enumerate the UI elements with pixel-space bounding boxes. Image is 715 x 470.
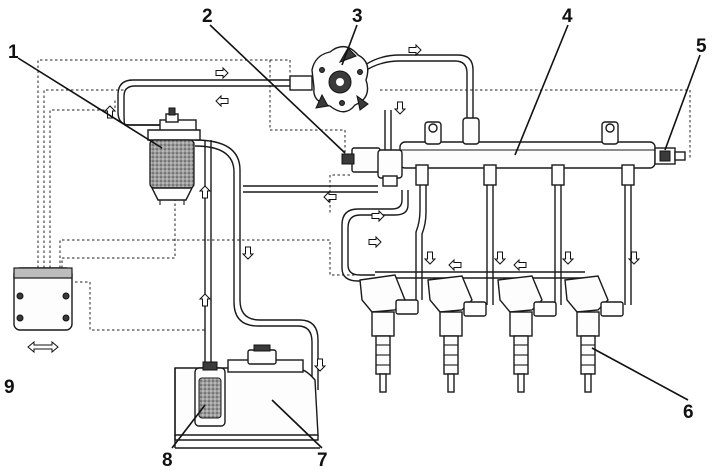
callout-7: 7 [317,450,328,470]
engine-control-unit [13,267,73,354]
callout-5: 5 [696,36,707,57]
injector-1 [359,164,429,393]
rail-pressure-sensor [654,147,686,165]
injector-3 [497,164,565,393]
fuel-filter [147,107,201,205]
pressure-control-valve [341,147,403,187]
callout-4: 4 [562,6,573,27]
high-pressure-pump [289,46,369,113]
callout-2: 2 [202,6,213,27]
injector-lines [415,168,632,305]
in-tank-pump [194,361,226,427]
callout-6: 6 [683,402,694,423]
callout-9: 9 [4,377,15,398]
callout-leaders [17,24,701,449]
common-rail [399,117,656,169]
callout-numbers: 1 2 3 4 5 6 7 8 9 [4,6,707,470]
injector-4 [564,164,635,393]
callout-8: 8 [162,450,173,470]
fuel-lines [117,54,585,390]
callout-3: 3 [352,6,363,27]
callout-1: 1 [8,42,19,63]
injector-2 [427,164,497,393]
